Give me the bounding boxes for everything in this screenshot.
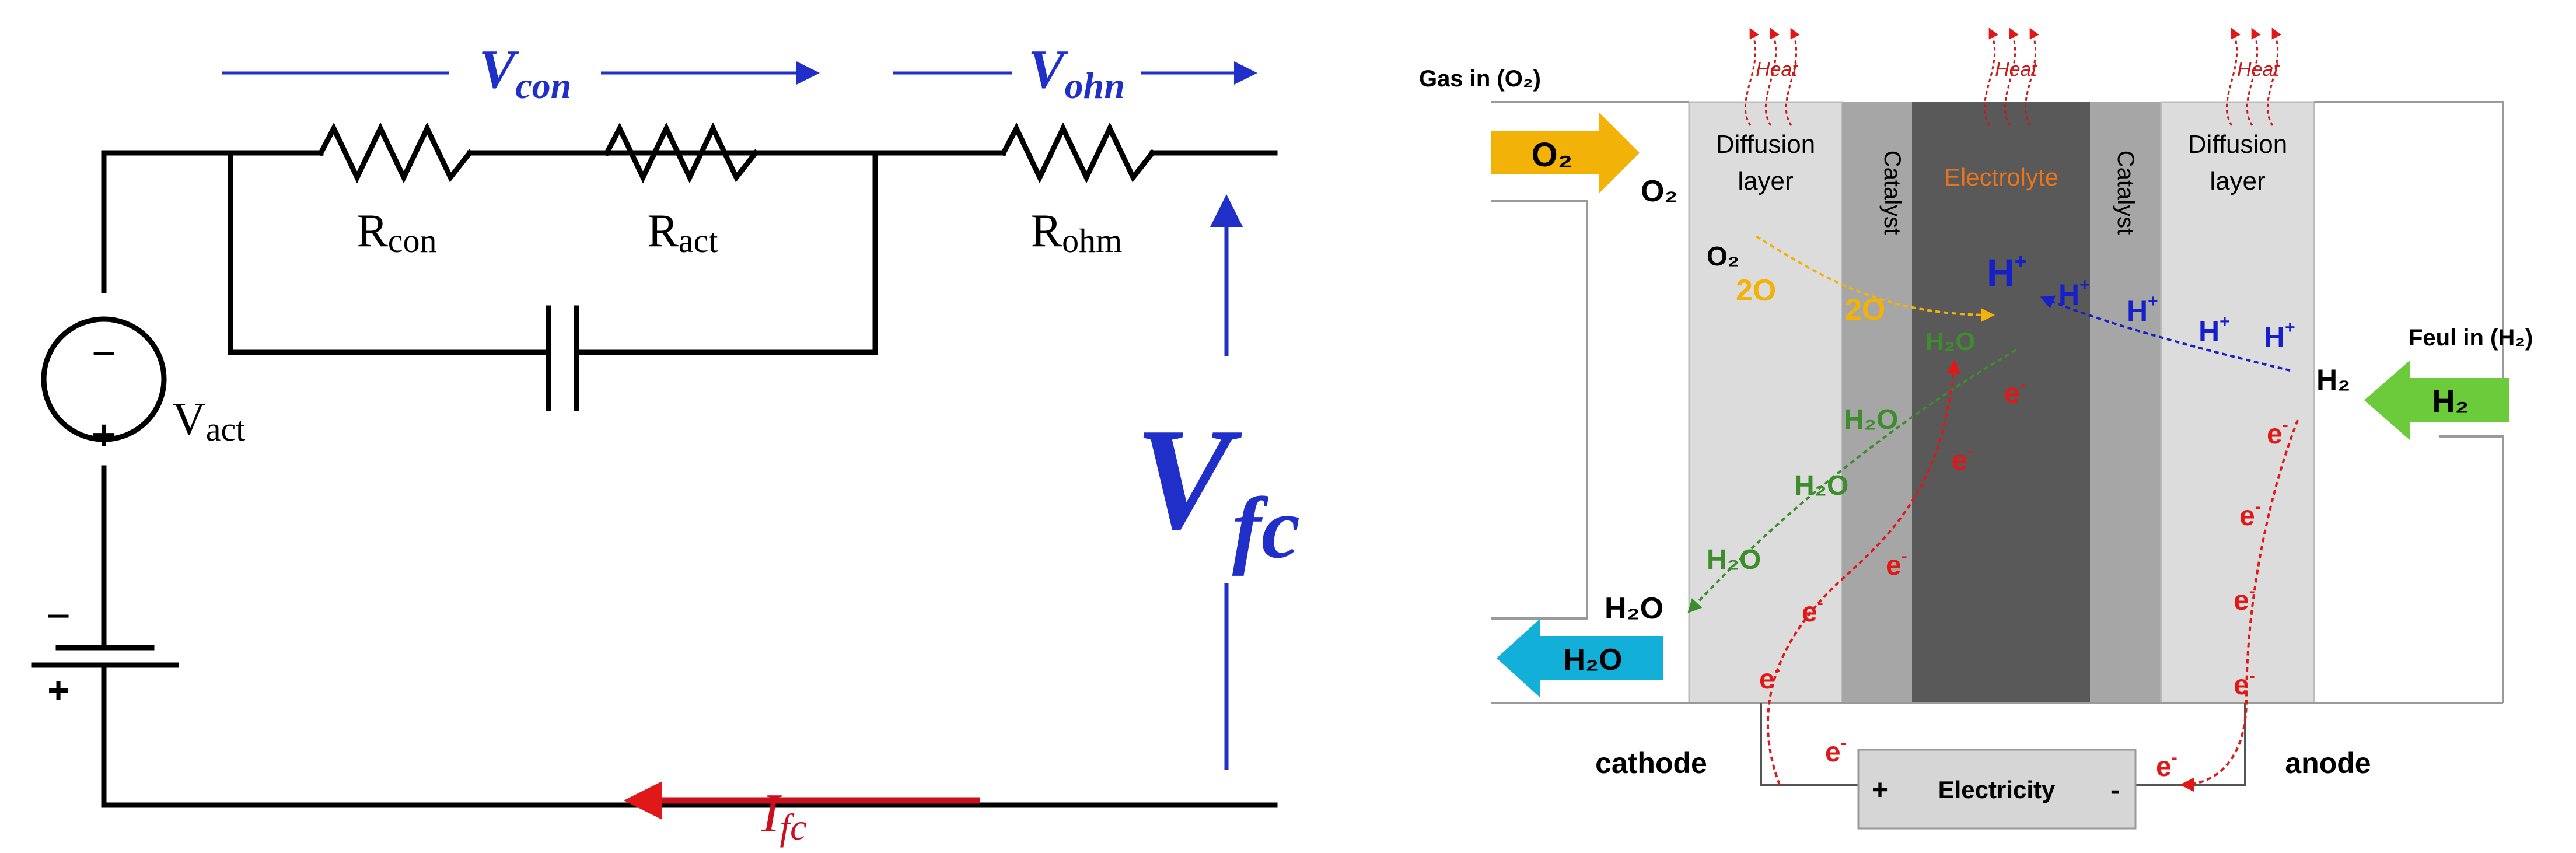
vact-minus-sign: − — [92, 330, 116, 377]
electron-flow-anode — [2180, 419, 2299, 792]
h2-arrow-label: H₂ — [2432, 384, 2469, 419]
electricity-minus-terminal: - — [2110, 775, 2120, 806]
electron-11: e- — [2156, 748, 2177, 782]
anode-diffusion-layer — [2160, 101, 2315, 704]
resistor-rcon-symbol — [317, 122, 474, 184]
electron-5: e- — [1759, 660, 1781, 695]
anode-label: anode — [2285, 747, 2371, 779]
two-o-label-2: 2O — [1845, 293, 1885, 327]
o2-arrow-label: O₂ — [1532, 136, 1573, 174]
heat-symbol-electrolyte — [1983, 27, 2039, 126]
heat-label-electrolyte: Heat — [1995, 58, 2037, 81]
vact-label: Vact — [172, 394, 245, 448]
electron-3: e- — [1886, 547, 1907, 581]
gas-in-label: Gas in (O₂) — [1419, 66, 1541, 92]
electricity-label: Electricity — [1938, 776, 2056, 803]
cathode-catalyst-layer — [1842, 102, 1912, 703]
h2o-arrow-label: H₂O — [1563, 643, 1622, 677]
anode-diffusion-label-line2: layer — [2210, 167, 2265, 195]
cathode-diffusion-layer — [1688, 101, 1843, 704]
h-plus-ion-3: H+ — [2198, 312, 2230, 348]
external-circuit — [1760, 703, 2246, 786]
heat-label-anode: Heat — [2237, 58, 2280, 81]
h2o-label-electrolyte: H₂O — [1925, 327, 1976, 356]
electron-4: e- — [1802, 593, 1823, 628]
electron-10: e- — [2234, 666, 2255, 701]
electron-9: e- — [2234, 582, 2255, 616]
fuel-cell-layers — [1688, 101, 2315, 704]
electron-8: e- — [2239, 497, 2261, 532]
cathode-diffusion-label-line1: Diffusion — [1716, 130, 1815, 159]
heat-label-cathode: Heat — [1756, 58, 1798, 81]
electricity-box — [1857, 749, 2137, 830]
equivalent-circuit — [31, 122, 1278, 808]
electrolyte-label: Electrolyte — [1944, 163, 2058, 191]
cathode-diffusion-label-line2: layer — [1738, 167, 1793, 195]
resistor-rohm-symbol — [999, 122, 1156, 184]
vact-source-symbol — [41, 316, 167, 442]
battery-plus-sign: + — [47, 669, 69, 711]
fuel-in-label: Feul in (H₂) — [2409, 325, 2533, 351]
capacitor-branch — [228, 150, 878, 355]
h2-inlet-label: H₂ — [2316, 363, 2350, 396]
oxygen-flow — [1755, 235, 1995, 322]
h-plus-ion-2: H+ — [2127, 292, 2158, 327]
reaction-flows — [1687, 235, 2299, 792]
cell-housing — [1491, 101, 2504, 786]
rohm-label: Rohm — [1031, 205, 1122, 260]
battery-symbol — [31, 645, 179, 668]
rcon-label: Rcon — [356, 205, 436, 260]
anode-catalyst-layer — [2090, 102, 2161, 703]
water-flow — [1687, 349, 2017, 613]
o2-inlet-label: O₂ — [1641, 174, 1678, 208]
electricity-plus-terminal: + — [1872, 775, 1888, 806]
heat-symbol-cathode — [1744, 27, 1800, 126]
h2-input-arrow — [2364, 361, 2509, 440]
ifc-label: Ifc — [761, 783, 807, 848]
proton-flow — [2040, 295, 2291, 372]
two-o-label-1: 2O — [1736, 274, 1776, 307]
capacitor-symbol — [546, 305, 579, 411]
wire-left — [101, 150, 1278, 808]
electrolyte-layer — [1912, 102, 2090, 703]
anode-diffusion-label-line1: Diffusion — [2188, 130, 2287, 159]
ract-label: Ract — [648, 205, 718, 260]
vohm-label: Vohn — [1028, 39, 1125, 106]
h-plus-ion-large: H+ — [1987, 249, 2027, 294]
h-plus-ion-4: H+ — [2264, 318, 2295, 354]
cathode-label: cathode — [1595, 747, 1707, 779]
h2o-outlet-label: H₂O — [1605, 592, 1663, 625]
h2o-label-2: H₂O — [1794, 470, 1848, 501]
h-plus-ion-1: H+ — [2058, 275, 2090, 311]
anode-catalyst-label: Catalyst — [2113, 151, 2138, 235]
o2-input-arrow — [1491, 112, 1640, 194]
h2o-label-1: H₂O — [1844, 404, 1898, 435]
electron-1: e- — [2004, 375, 2026, 409]
vfc-label: Vfc — [1135, 398, 1300, 576]
vact-plus-sign: + — [92, 412, 116, 459]
electron-2: e- — [1952, 442, 1973, 476]
resistor-ract-symbol — [603, 122, 760, 184]
o2-reactant-label: O₂ — [1707, 241, 1739, 271]
cathode-catalyst-label: Catalyst — [1879, 151, 1905, 235]
battery-minus-sign: − — [46, 593, 71, 639]
electron-6: e- — [1825, 733, 1847, 768]
heat-symbols — [1744, 27, 2281, 126]
h2o-label-3: H₂O — [1707, 544, 1761, 575]
h2o-output-arrow — [1497, 618, 1663, 698]
electron-flow-cathode — [1766, 359, 1960, 785]
vcon-label: Vcon — [479, 39, 572, 106]
electron-7: e- — [2267, 415, 2288, 450]
heat-symbol-anode — [2225, 27, 2281, 126]
